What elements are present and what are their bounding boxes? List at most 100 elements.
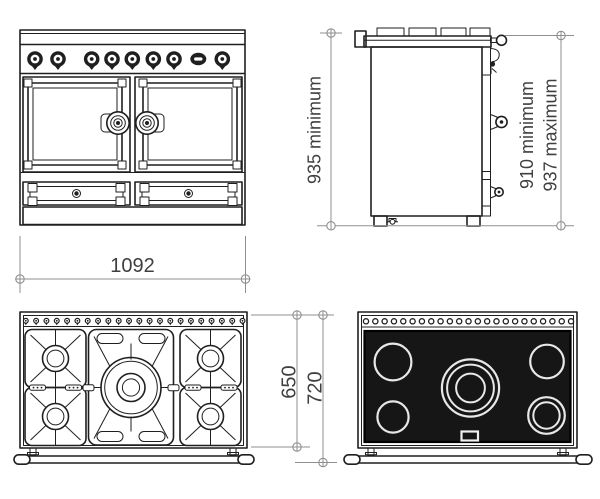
rivet — [455, 318, 463, 325]
rivet — [446, 318, 454, 325]
height-dimension-overall: 935 minimum — [305, 28, 342, 231]
control-knob — [145, 51, 162, 70]
rivet — [465, 318, 472, 325]
gas-burner-front-left — [24, 328, 87, 389]
foot-back — [466, 215, 481, 227]
burner-knob-side — [490, 34, 508, 47]
door-handle-left — [100, 111, 131, 136]
side-body — [370, 46, 483, 217]
rivet — [381, 318, 388, 325]
rivet — [53, 317, 60, 326]
rivet — [208, 317, 215, 326]
cooking-zone-center — [440, 358, 501, 418]
rivet — [64, 317, 71, 326]
control-knob — [124, 51, 141, 70]
rivet — [493, 318, 500, 325]
hob-depth-label: 650 — [279, 365, 301, 398]
ceramic-hob-view — [343, 311, 593, 465]
control-knob — [166, 51, 182, 70]
drawer-knob — [184, 189, 193, 198]
rivet — [167, 317, 174, 326]
foot-front — [373, 215, 388, 227]
gas-hob-towel-rail — [13, 447, 255, 465]
rivet — [521, 318, 528, 325]
control-knob — [214, 51, 231, 70]
oven-door-right — [134, 76, 243, 173]
timer-knob — [190, 52, 207, 66]
overall-depth-label: 720 — [305, 371, 327, 404]
rivet — [539, 318, 547, 325]
cooking-zone-rear-left — [376, 400, 410, 434]
worktop-side — [363, 35, 492, 48]
rivet — [177, 317, 184, 326]
worktop-height-min-label: 910 minimum — [517, 81, 537, 189]
door-handle-side — [490, 114, 508, 130]
gas-burner-rear-left — [24, 386, 87, 447]
drawer-knob — [72, 189, 81, 198]
plinth — [22, 206, 243, 226]
rivet — [362, 318, 370, 325]
worktop-height-max-label: 937 maximum — [541, 78, 561, 191]
rivet — [502, 318, 510, 325]
rivet — [418, 318, 426, 325]
towel-rail-end — [354, 30, 367, 48]
rivet — [567, 318, 575, 325]
ceramic-hob-towel-rail — [343, 447, 593, 465]
rivet — [136, 317, 143, 326]
gas-hob-view — [13, 311, 255, 465]
rivet — [146, 317, 153, 326]
rivet — [474, 318, 482, 325]
bracket-side — [489, 48, 500, 74]
cooking-zone-front-right — [529, 343, 565, 380]
grate-junctions — [29, 384, 238, 392]
rivet — [530, 318, 538, 325]
rivet — [239, 317, 246, 326]
ceramic-hob-rivet-row — [362, 318, 575, 325]
rivet — [22, 317, 29, 326]
rivet — [427, 318, 435, 325]
control-knob — [27, 51, 43, 70]
width-dimension-label: 1092 — [110, 255, 155, 277]
rivet — [105, 317, 112, 326]
drawer-right — [134, 181, 243, 206]
gas-burner-center — [87, 328, 175, 446]
control-display — [460, 430, 480, 442]
cooking-zone-rear-right — [527, 396, 566, 435]
drawer-left — [22, 181, 131, 206]
rivet — [390, 318, 398, 325]
gas-hob-rivet-row — [22, 317, 246, 326]
rivet — [74, 317, 81, 326]
rivet — [115, 317, 122, 326]
door-handle-right — [135, 111, 165, 136]
rivet — [43, 317, 50, 326]
rivet — [372, 318, 379, 325]
rivet — [558, 318, 565, 325]
rivet — [409, 318, 416, 325]
rivet — [198, 317, 205, 326]
gas-burner-front-right — [179, 328, 242, 389]
rivet — [84, 317, 91, 326]
rivet — [511, 318, 519, 325]
rivet — [33, 317, 40, 326]
rivet — [549, 318, 556, 325]
rivet — [400, 318, 407, 325]
rivet — [218, 317, 225, 326]
control-knob — [83, 51, 100, 70]
rivet — [483, 318, 491, 325]
control-knob — [50, 51, 66, 70]
oven-door-left — [22, 76, 131, 173]
drawer-handle-side — [490, 186, 504, 199]
gas-burner-rear-right — [179, 386, 242, 447]
side-view — [354, 27, 508, 227]
rivet — [229, 317, 236, 326]
front-view — [19, 29, 246, 226]
rivet — [95, 317, 102, 326]
width-dimension: 1092 — [15, 236, 251, 293]
cooking-zone-front-left — [373, 342, 413, 382]
control-knob — [104, 51, 120, 70]
rivet — [156, 317, 163, 326]
height-dimension-worktop: 910 minimum 937 maximum — [505, 30, 574, 231]
control-panel-knob-row — [27, 51, 231, 70]
